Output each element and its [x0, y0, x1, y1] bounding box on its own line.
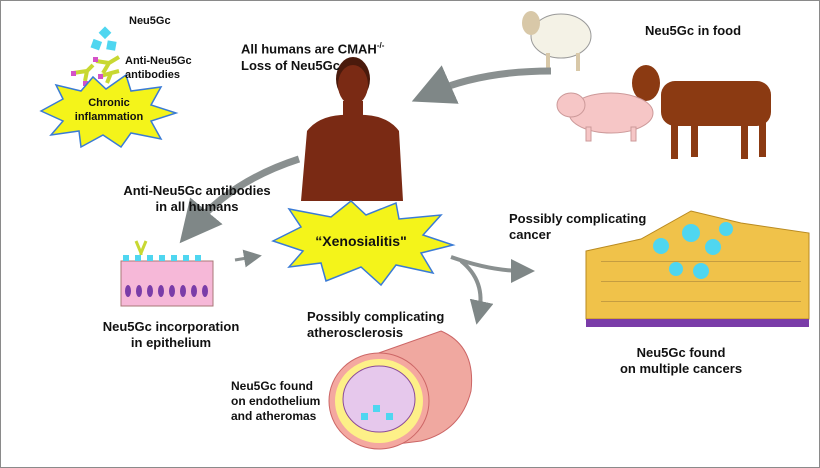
cancer-top2: cancer [509, 227, 551, 243]
food-label: Neu5Gc in food [645, 23, 742, 38]
cow-image [632, 65, 771, 159]
legend-antibodies-line1: Anti-Neu5Gc [125, 55, 192, 67]
xenosialitis-label: “Xenosialitis" [315, 233, 407, 249]
athero-side3: and atheromas [231, 409, 317, 423]
athero-side1: Neu5Gc found [231, 379, 314, 393]
chronic-inflammation-burst [39, 73, 179, 149]
epithelium-image [120, 240, 214, 307]
sheep-image [522, 11, 592, 71]
athero-side2: on endothelium [231, 394, 321, 408]
antibody-arrow [179, 155, 301, 244]
food-arrow [411, 65, 552, 104]
xenosialitis-burst [271, 200, 456, 287]
arrows [179, 65, 552, 325]
human-genotype-sup: -/- [376, 41, 385, 50]
chronic-line1: Chronic [88, 97, 130, 109]
epithelium-line1: Neu5Gc incorporation [102, 319, 240, 334]
human-figure [301, 57, 403, 201]
human-caption: All humans are CMAH-/- Loss of Neu5Gc [241, 41, 384, 74]
legend-neu5gc-label: Neu5Gc [129, 15, 171, 27]
neu5gc-icon [90, 26, 117, 51]
human-line1: All humans are CMAH [241, 41, 377, 57]
cancer-bottom1: Neu5Gc found [636, 345, 726, 360]
athero-top2: atherosclerosis [307, 325, 404, 341]
artery-image [328, 330, 473, 450]
antibodies-line1: Anti-Neu5Gc antibodies [123, 183, 271, 198]
cancer-arrow [450, 255, 535, 283]
antibodies-line2: in all humans [155, 199, 239, 215]
chronic-line2: inflammation [74, 110, 144, 123]
pig-image [556, 92, 654, 142]
epithelium-line2: in epithelium [130, 335, 212, 351]
legend-antibodies-line2: antibodies [125, 68, 181, 81]
athero-top1: Possibly complicating [307, 309, 445, 324]
athero-arrow [459, 259, 494, 325]
cancer-bottom2: on multiple cancers [619, 361, 743, 377]
epithelium-arrow [234, 249, 262, 268]
antibody-icon [72, 55, 121, 84]
cancer-tissue-image [585, 210, 810, 327]
human-line2: Loss of Neu5Gc [241, 57, 340, 73]
cancer-top1: Possibly complicating [509, 211, 647, 226]
